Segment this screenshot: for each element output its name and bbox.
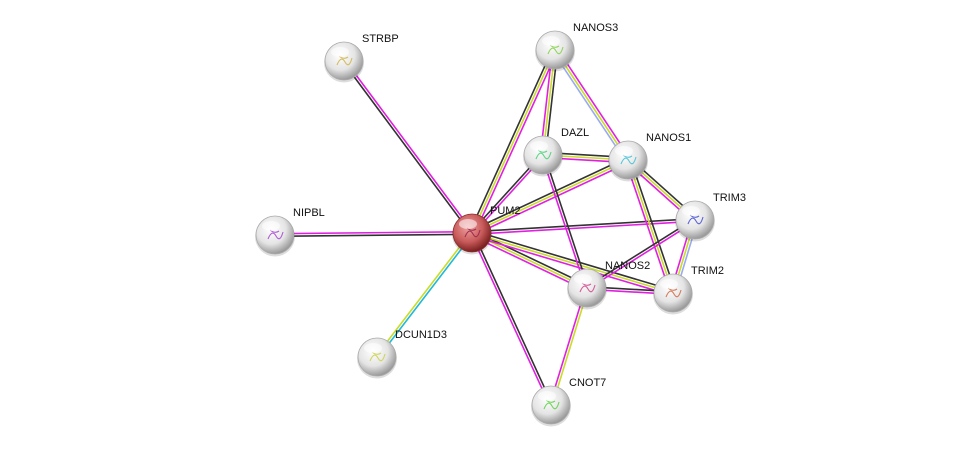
node-dazl[interactable]: DAZL <box>523 127 589 177</box>
edge-pum2-dcun1d3[interactable] <box>375 231 474 359</box>
edge-pum2-cnot7[interactable] <box>470 232 553 406</box>
edge-evidence-coexpression <box>468 48 554 233</box>
edge-evidence-coexpression <box>472 229 674 292</box>
node-highlight <box>682 206 700 216</box>
edge-evidence-coexpression <box>585 218 695 288</box>
node-nanos3[interactable]: NANOS3 <box>535 22 618 72</box>
edge-evidence-databases <box>377 233 474 359</box>
node-label: PUM2 <box>490 205 521 217</box>
edge-nanos2-cnot7[interactable] <box>548 287 590 406</box>
edge-pum2-trim2[interactable] <box>471 229 674 297</box>
edge-evidence-coexpression <box>471 217 695 233</box>
edge-evidence-experiments <box>470 234 587 292</box>
edge-evidence-coexpression <box>629 158 677 293</box>
edge-evidence-experiments <box>472 161 630 237</box>
node-highlight <box>538 391 556 401</box>
edge-nanos3-nanos1[interactable] <box>552 48 631 162</box>
node-pum2[interactable]: PUM2 <box>452 205 521 255</box>
node-highlight <box>542 36 560 46</box>
edge-evidence-experiments <box>624 160 672 295</box>
edge-evidence-experiments <box>556 48 631 160</box>
edge-pum2-strbp[interactable] <box>342 59 474 235</box>
edge-evidence-experiments <box>473 50 559 235</box>
edge-evidence-textmining <box>471 159 629 234</box>
edge-evidence-experiments <box>472 220 696 236</box>
edge-nanos2-trim3[interactable] <box>585 218 697 290</box>
edge-pum2-nanos3[interactable] <box>468 48 559 235</box>
node-cnot7[interactable]: CNOT7 <box>531 377 606 427</box>
edge-evidence-experiments <box>274 230 472 235</box>
edge-evidence-experiments <box>548 287 587 405</box>
edge-evidence-textmining <box>471 49 556 234</box>
node-nipbl[interactable]: NIPBL <box>255 207 325 257</box>
node-highlight <box>530 141 548 151</box>
edge-pum2-nanos1[interactable] <box>470 156 630 237</box>
edge-evidence-experiments <box>344 59 474 233</box>
node-label: TRIM3 <box>713 192 746 204</box>
edge-evidence-textmining <box>554 49 629 161</box>
node-label: NANOS3 <box>573 22 618 34</box>
node-label: NIPBL <box>293 207 325 219</box>
node-label: TRIM2 <box>691 265 724 277</box>
edge-evidence-textmining <box>551 288 590 406</box>
node-nanos2[interactable]: NANOS2 <box>567 260 650 310</box>
edge-evidence-experiments <box>470 233 551 406</box>
node-label: DCUN1D3 <box>395 329 447 341</box>
node-highlight <box>615 146 633 156</box>
node-label: CNOT7 <box>569 377 606 389</box>
node-nanos1[interactable]: NANOS1 <box>608 132 691 182</box>
node-highlight <box>262 221 280 231</box>
node-label: DAZL <box>561 127 589 139</box>
node-label: NANOS1 <box>646 132 691 144</box>
edge-nanos1-trim2[interactable] <box>624 158 677 295</box>
edge-evidence-coexpression <box>342 61 472 235</box>
edge-evidence-textmining <box>471 232 674 294</box>
edge-evidence-experiments <box>541 155 587 289</box>
edge-evidence-coexpression <box>472 232 553 405</box>
node-label: NANOS2 <box>605 260 650 272</box>
edge-evidence-textmining <box>627 159 674 294</box>
node-highlight <box>459 219 477 229</box>
node-highlight <box>331 47 349 57</box>
node-label: STRBP <box>362 33 399 45</box>
node-trim3[interactable]: TRIM3 <box>675 192 746 242</box>
node-dcun1d3[interactable]: DCUN1D3 <box>357 329 447 379</box>
edge-dazl-nanos2[interactable] <box>541 154 589 289</box>
edge-pum2-nipbl[interactable] <box>274 230 473 238</box>
edge-evidence-textmining <box>375 231 472 357</box>
edge-pum2-trim3[interactable] <box>471 217 696 236</box>
node-highlight <box>574 274 592 284</box>
edge-evidence-homology <box>552 50 627 162</box>
edge-evidence-experiments <box>471 234 673 297</box>
node-highlight <box>660 279 678 289</box>
edge-evidence-coexpression <box>275 233 473 238</box>
node-trim2[interactable]: TRIM2 <box>653 265 724 315</box>
node-strbp[interactable]: STRBP <box>324 33 399 83</box>
edge-evidence-coexpression <box>543 154 589 288</box>
edge-evidence-coexpression <box>470 156 628 232</box>
edge-evidence-experiments <box>587 220 697 290</box>
node-highlight <box>364 343 382 353</box>
